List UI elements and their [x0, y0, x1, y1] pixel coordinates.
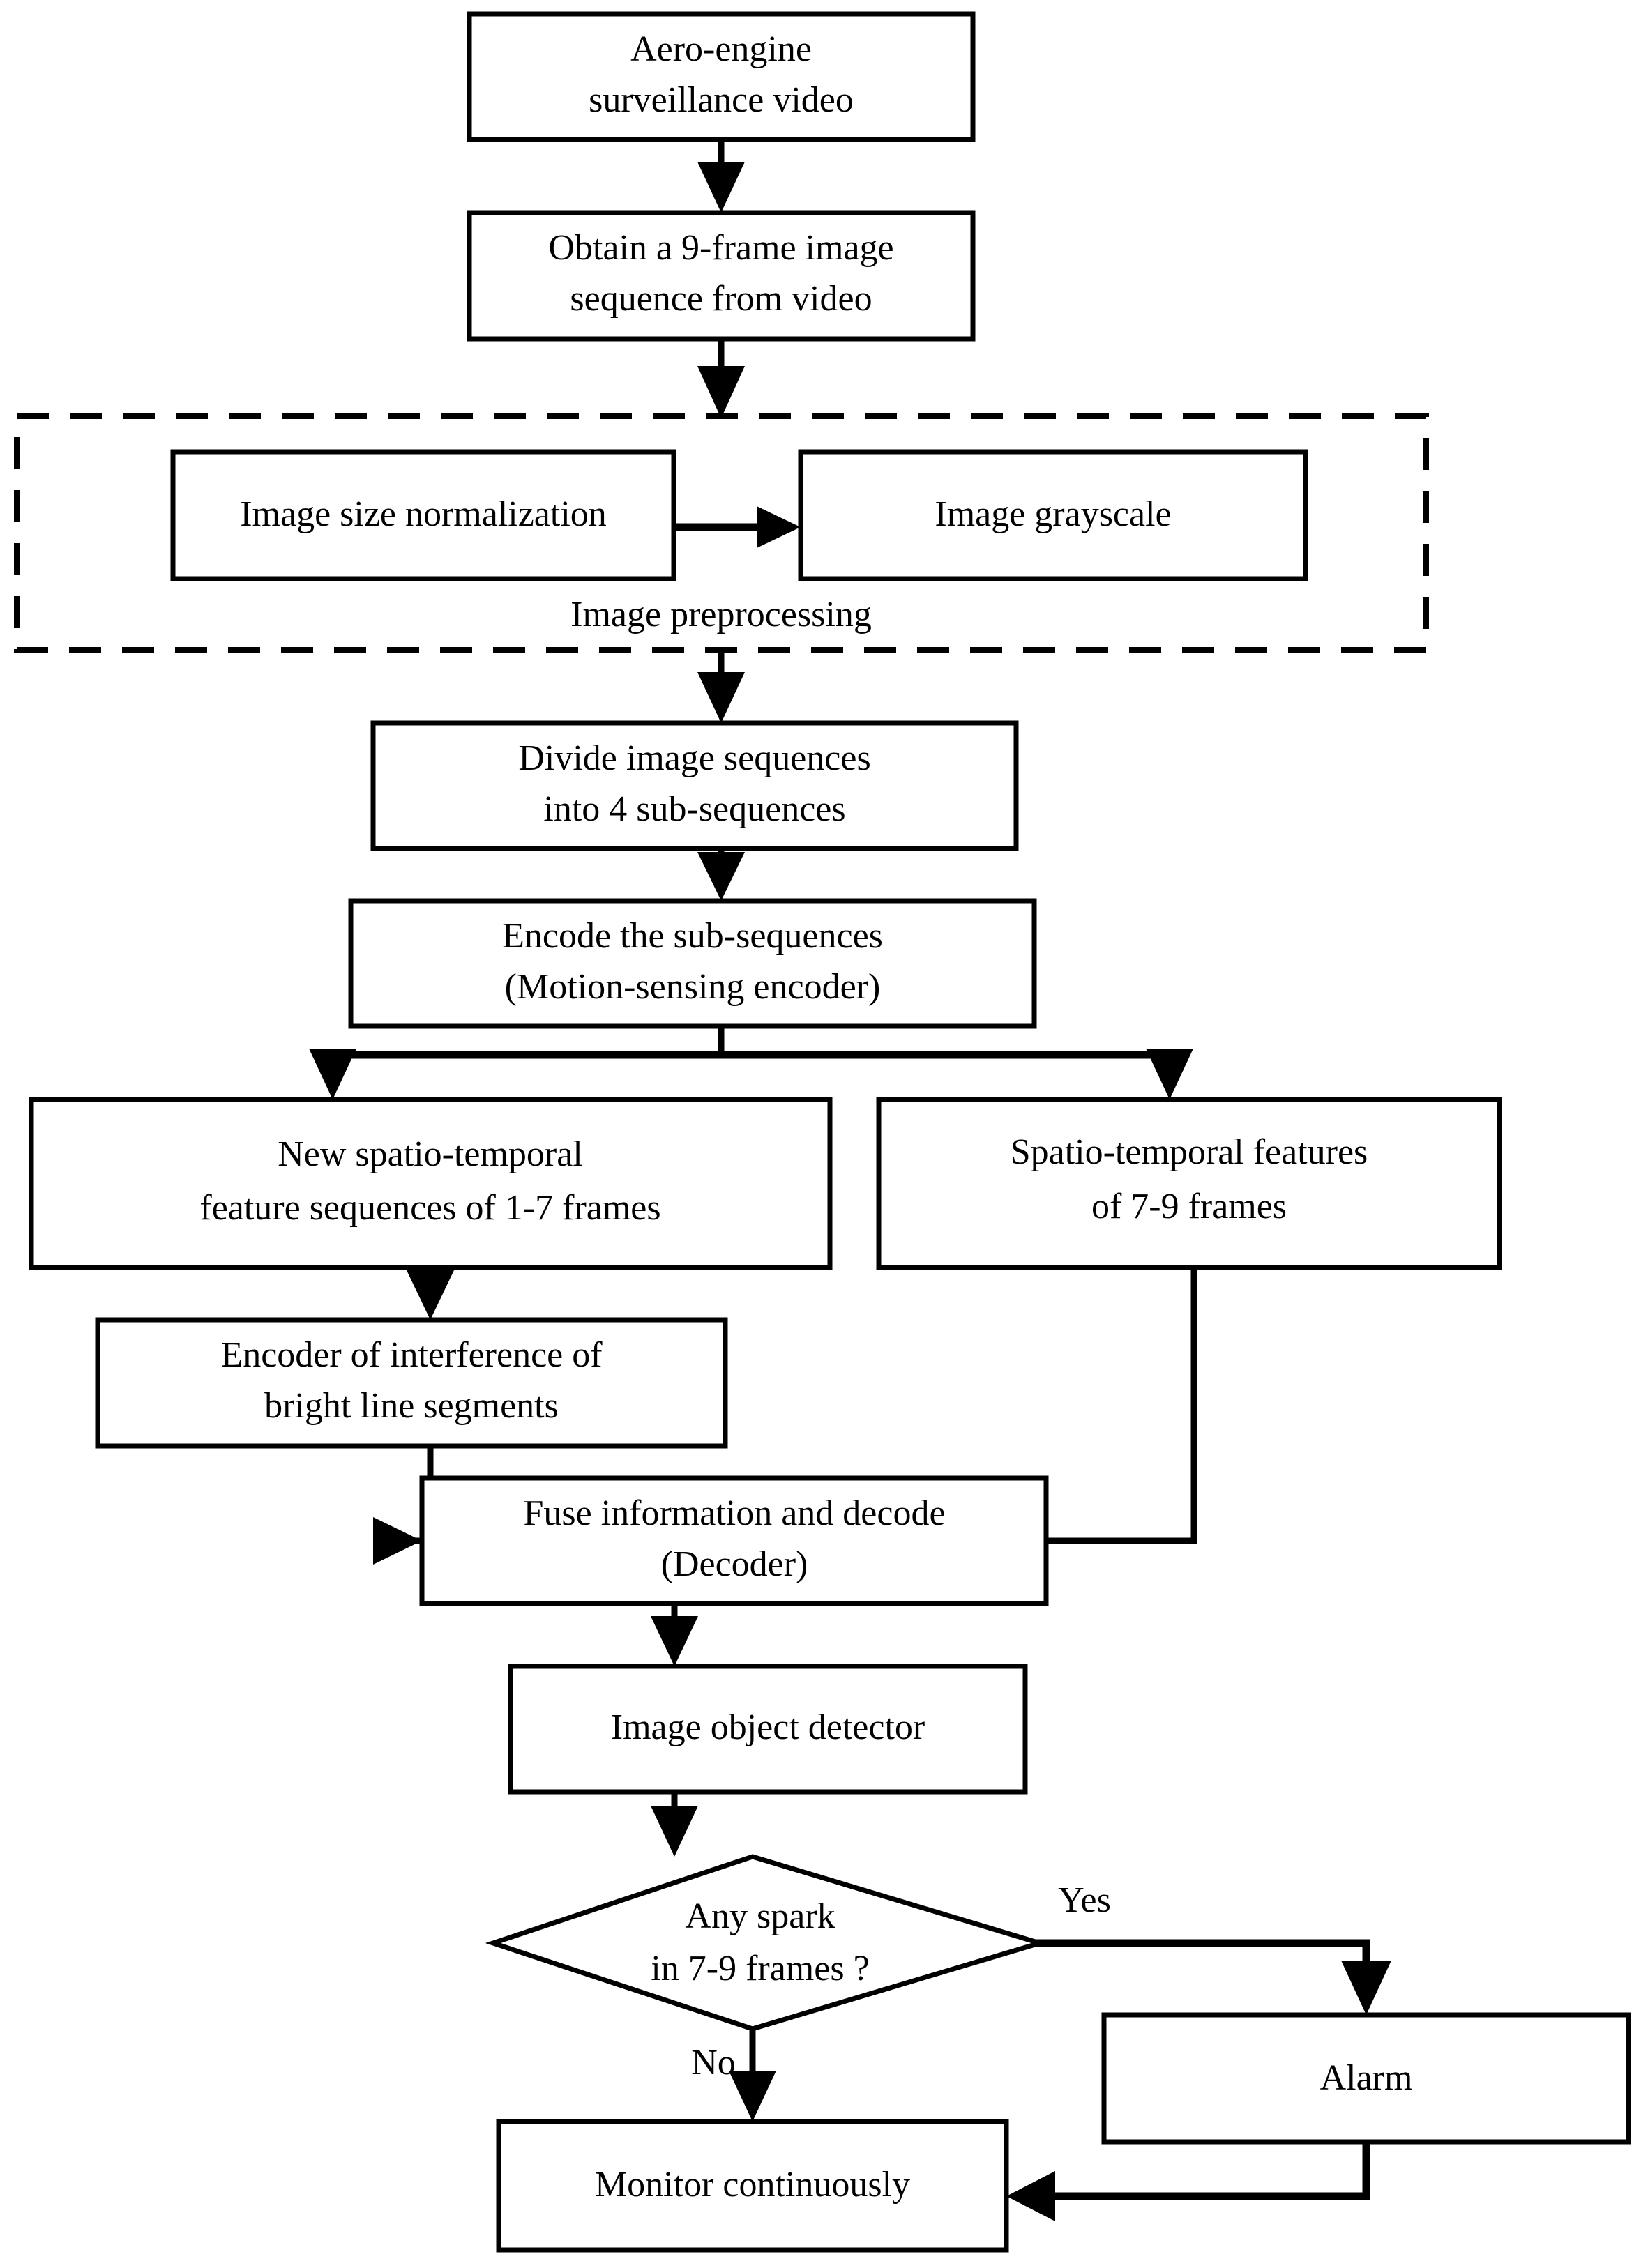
node-monitor-line1: Monitor continuously — [595, 2165, 910, 2205]
group-label-image-preprocessing: Image preprocessing — [570, 595, 872, 634]
node-features-79-line1: Spatio-temporal features — [1011, 1132, 1368, 1172]
node-obtain-frames-line1: Obtain a 9-frame image — [548, 228, 893, 268]
node-spark-decision[interactable]: Any spark in 7-9 frames ? — [485, 1854, 1049, 2032]
node-divide-sequences[interactable]: Divide image sequences into 4 sub-sequen… — [370, 720, 1019, 851]
node-grayscale-line1: Image grayscale — [935, 494, 1171, 534]
edge-normalize-to-grayscale — [674, 506, 801, 548]
edge-detector-to-decision — [651, 1792, 698, 1857]
node-size-normalization[interactable]: Image size normalization — [170, 449, 676, 581]
edge-fuse-to-detector — [651, 1604, 698, 1666]
edge-divide-to-encode — [697, 848, 745, 901]
node-video-source-line1: Aero-engine — [630, 29, 812, 69]
node-alarm-line1: Alarm — [1320, 2058, 1413, 2098]
edge-decision-yes-to-alarm — [942, 1939, 1391, 2015]
node-new-features-1-7[interactable]: New spatio-temporal feature sequences of… — [29, 1097, 833, 1270]
node-fuse-decode-line1: Fuse information and decode — [523, 1493, 945, 1533]
node-video-source-line2: surveillance video — [589, 80, 854, 120]
edge-video-to-obtain — [697, 139, 745, 213]
node-new-features-line1: New spatio-temporal — [278, 1134, 583, 1174]
node-alarm[interactable]: Alarm — [1101, 2012, 1631, 2145]
node-features-79-line2: of 7-9 frames — [1091, 1187, 1287, 1226]
node-fuse-decode-line2: (Decoder) — [661, 1544, 808, 1584]
edge-obtain-to-preprocessing — [697, 339, 745, 418]
node-bright-line-line2: bright line segments — [264, 1386, 559, 1426]
node-bright-line-encoder[interactable]: Encoder of interference of bright line s… — [95, 1317, 728, 1449]
edge-preprocessing-to-divide — [697, 650, 745, 723]
edge-newfeatures-to-brightline — [407, 1268, 454, 1320]
edge-label-no: No — [691, 2043, 736, 2083]
node-encode-subsequences-line1: Encode the sub-sequences — [502, 916, 883, 956]
edge-label-yes: Yes — [1058, 1880, 1111, 1920]
node-grayscale[interactable]: Image grayscale — [798, 449, 1308, 581]
node-fuse-decode[interactable]: Fuse information and decode (Decoder) — [419, 1475, 1049, 1606]
node-video-source[interactable]: Aero-engine surveillance video — [467, 11, 976, 142]
node-divide-sequences-line1: Divide image sequences — [518, 738, 870, 778]
node-encode-subsequences-line2: (Motion-sensing encoder) — [505, 967, 881, 1007]
node-new-features-line2: feature sequences of 1-7 frames — [199, 1188, 660, 1228]
node-object-detector-line1: Image object detector — [611, 1707, 925, 1747]
node-obtain-frames[interactable]: Obtain a 9-frame image sequence from vid… — [467, 210, 976, 342]
node-object-detector[interactable]: Image object detector — [508, 1664, 1028, 1795]
node-monitor[interactable]: Monitor continuously — [496, 2119, 1009, 2253]
edge-encode-split-bus — [309, 1026, 1193, 1099]
node-divide-sequences-line2: into 4 sub-sequences — [543, 789, 845, 829]
group-image-preprocessing: Image preprocessing — [14, 413, 1429, 653]
node-bright-line-line1: Encoder of interference of — [220, 1335, 603, 1375]
node-spark-decision-line2: in 7-9 frames ? — [651, 1949, 869, 1988]
edge-decision-no-to-monitor — [729, 2029, 776, 2122]
edge-alarm-to-monitor — [1006, 2142, 1370, 2221]
node-size-normalization-line1: Image size normalization — [240, 494, 607, 534]
node-obtain-frames-line2: sequence from video — [570, 279, 872, 319]
node-spark-decision-line1: Any spark — [685, 1896, 835, 1936]
node-features-7-9[interactable]: Spatio-temporal features of 7-9 frames — [876, 1097, 1502, 1270]
node-encode-subsequences[interactable]: Encode the sub-sequences (Motion-sensing… — [348, 898, 1037, 1029]
